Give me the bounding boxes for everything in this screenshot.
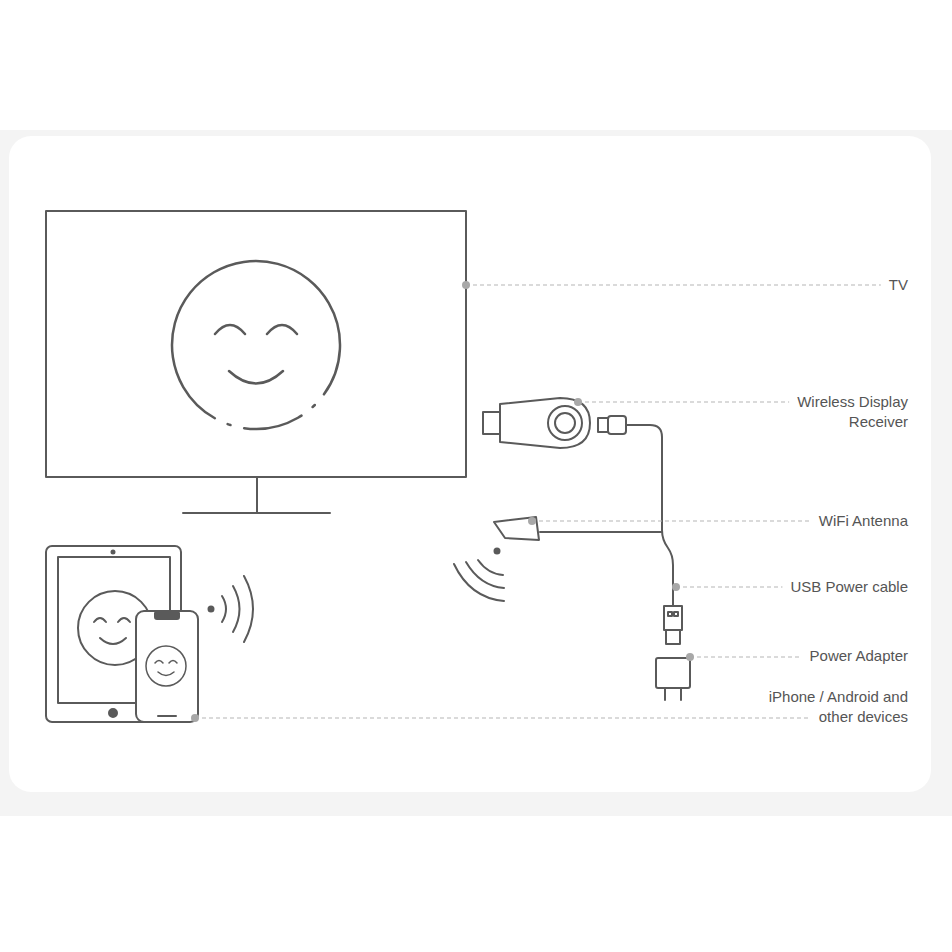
leader-line <box>466 284 881 285</box>
leader-line <box>195 717 811 718</box>
usb-plug <box>664 606 682 630</box>
backdrop <box>0 130 952 816</box>
phone <box>136 611 198 722</box>
leader-line <box>690 656 802 657</box>
leader-dot <box>574 398 582 406</box>
wifi-antenna <box>494 517 539 540</box>
device-waves <box>222 576 253 642</box>
usb-neck <box>666 630 680 644</box>
part-label: Wireless Display Receiver <box>776 392 908 432</box>
usb-hole <box>668 612 672 616</box>
antenna-dot <box>495 549 500 554</box>
leader-dot <box>191 714 199 722</box>
receiver-body <box>500 398 590 448</box>
wifi-waves <box>454 560 504 601</box>
leader-dot <box>462 281 470 289</box>
leader-dot <box>528 517 536 525</box>
part-label: Power Adapter <box>810 646 908 666</box>
antenna-wire <box>540 531 662 533</box>
part-label: WiFi Antenna <box>819 511 908 531</box>
usb-hole <box>674 612 678 616</box>
card <box>9 136 931 792</box>
usb-cable <box>626 425 673 606</box>
phone-smiley-features <box>155 661 177 676</box>
power-adapter <box>656 658 690 688</box>
tv-screen <box>46 211 466 477</box>
signal-dot <box>209 607 214 612</box>
receiver-button-inner <box>555 413 575 433</box>
leader-dot <box>672 583 680 591</box>
phone-smiley <box>146 646 186 686</box>
phone-notch <box>155 613 179 619</box>
tablet-smiley-features <box>94 618 130 644</box>
part-label: TV <box>889 275 908 295</box>
tablet-camera <box>112 551 115 554</box>
tv-stand <box>256 477 258 513</box>
smiley-face <box>141 230 370 459</box>
hdmi-plug <box>483 412 501 434</box>
adapter-prongs <box>665 688 681 700</box>
leader-line <box>676 586 782 587</box>
phone-bar <box>158 715 176 717</box>
smiley-mouth <box>229 371 283 384</box>
part-label: iPhone / Android and other devices <box>766 687 908 727</box>
micro-usb-plug <box>608 416 626 434</box>
micro-usb-tip <box>598 418 608 432</box>
leader-dot <box>686 653 694 661</box>
leader-line <box>532 520 811 521</box>
smiley-eyes <box>215 325 297 334</box>
leader-line <box>578 401 789 402</box>
tablet-button <box>109 709 117 717</box>
receiver-button <box>548 406 582 440</box>
tv-base <box>183 512 330 514</box>
part-label: USB Power cable <box>790 577 908 597</box>
